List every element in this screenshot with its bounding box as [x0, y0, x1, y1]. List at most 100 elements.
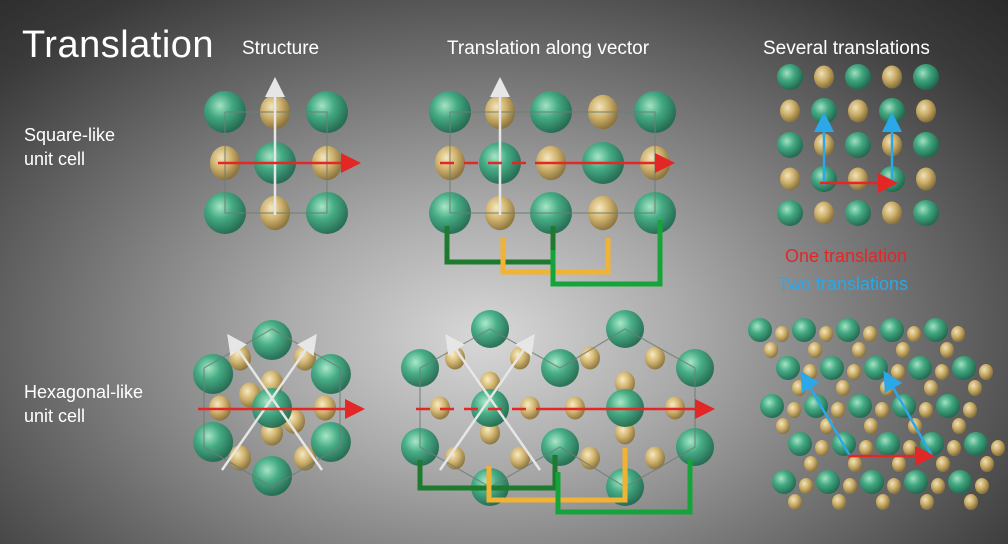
gold-atom — [615, 421, 635, 445]
column-heading-translation-along-vector: Translation along vector — [447, 38, 650, 59]
gold-atom — [831, 401, 845, 419]
gold-atom — [520, 396, 540, 420]
gold-atom — [804, 455, 818, 473]
legend-two-translations: Two translations — [778, 274, 909, 294]
green-atom — [310, 422, 351, 462]
green-atom — [908, 356, 932, 380]
gold-atom — [875, 401, 889, 419]
row-label-hexagonal: Hexagonal-like unit cell — [24, 380, 194, 428]
hex-cell-outline — [203, 328, 341, 488]
second-translation-arrow — [883, 370, 934, 457]
gold-atom — [863, 325, 877, 343]
gold-atom — [924, 379, 938, 397]
lattice-vector-arrow — [227, 333, 324, 471]
green-atom — [964, 432, 988, 456]
green-atom — [788, 432, 812, 456]
column-heading-several-translations: Several translations — [763, 38, 930, 59]
green-atom — [816, 470, 840, 494]
green-atom — [880, 318, 904, 342]
green-atom — [772, 470, 796, 494]
green-atom — [913, 132, 939, 158]
legend-one-translation: One translation — [785, 246, 908, 266]
gold-atom — [229, 345, 251, 371]
gold-atom — [832, 493, 846, 511]
green-atom — [845, 132, 871, 158]
gold-atom — [892, 455, 906, 473]
row-label-square-line2: unit cell — [24, 149, 86, 169]
green-atom — [948, 470, 972, 494]
green-atom — [252, 456, 292, 496]
green-atom — [804, 394, 828, 418]
gold-atom — [776, 417, 790, 435]
gold-atom — [920, 493, 934, 511]
gold-atom — [882, 201, 902, 225]
row-label-square-line1: Square-like — [24, 125, 116, 145]
gold-atom — [480, 421, 500, 445]
green-atom — [777, 132, 803, 158]
green-atom — [777, 64, 803, 90]
green-atom — [252, 320, 292, 360]
gold-atom — [951, 325, 965, 343]
gold-atom — [907, 325, 921, 343]
green-atom — [792, 318, 816, 342]
gold-atom — [947, 439, 961, 457]
gold-atom — [780, 99, 800, 123]
second-translation-arrow — [800, 370, 852, 457]
gold-atom — [903, 439, 917, 457]
gold-atom — [880, 379, 894, 397]
gold-atom — [615, 371, 635, 395]
gold-atom — [876, 493, 890, 511]
green-atom — [864, 356, 888, 380]
lattice-vector-arrow — [220, 333, 317, 471]
green-atom — [860, 470, 884, 494]
hex-cell-outline — [419, 328, 696, 488]
green-atom — [913, 64, 939, 90]
green-atom — [760, 394, 784, 418]
gold-atom — [780, 167, 800, 191]
gold-atom — [963, 401, 977, 419]
gold-atom — [814, 201, 834, 225]
green-atom — [904, 470, 928, 494]
gold-atom — [968, 379, 982, 397]
gold-atom — [975, 477, 989, 495]
green-atom — [876, 432, 900, 456]
lines-layer — [198, 77, 935, 515]
green-atom — [776, 356, 800, 380]
gold-atom — [836, 379, 850, 397]
unit-cell-outline — [449, 111, 656, 214]
gold-atom — [229, 445, 251, 471]
green-atom — [936, 394, 960, 418]
gold-atom — [979, 363, 993, 381]
gold-atom — [480, 371, 500, 395]
gold-atom — [936, 455, 950, 473]
gold-atom — [843, 477, 857, 495]
green-atom — [193, 422, 234, 462]
green-atom — [310, 354, 351, 394]
gold-atom — [991, 439, 1005, 457]
gold-atom — [935, 363, 949, 381]
green-atom — [820, 356, 844, 380]
gold-atom — [931, 477, 945, 495]
column-heading-structure: Structure — [242, 38, 320, 59]
gold-atom — [580, 346, 600, 370]
green-atom — [845, 200, 871, 226]
green-atom — [913, 200, 939, 226]
gold-atom — [645, 446, 665, 470]
gold-atom — [891, 363, 905, 381]
gold-atom — [787, 401, 801, 419]
gold-atom — [887, 477, 901, 495]
gold-atom — [814, 65, 834, 89]
row-label-hexagonal-line2: unit cell — [24, 406, 86, 426]
gold-atom — [848, 167, 868, 191]
gold-atom — [916, 167, 936, 191]
bracket-dark-green — [444, 226, 556, 265]
gold-atom — [847, 363, 861, 381]
gold-atom — [980, 455, 994, 473]
bracket-green — [555, 460, 693, 515]
gold-atom — [510, 446, 530, 470]
lattice-vector-arrow — [445, 333, 542, 471]
gold-atom — [882, 65, 902, 89]
unit-cell-outline — [224, 111, 328, 214]
lattice-vector-arrow — [438, 333, 535, 471]
